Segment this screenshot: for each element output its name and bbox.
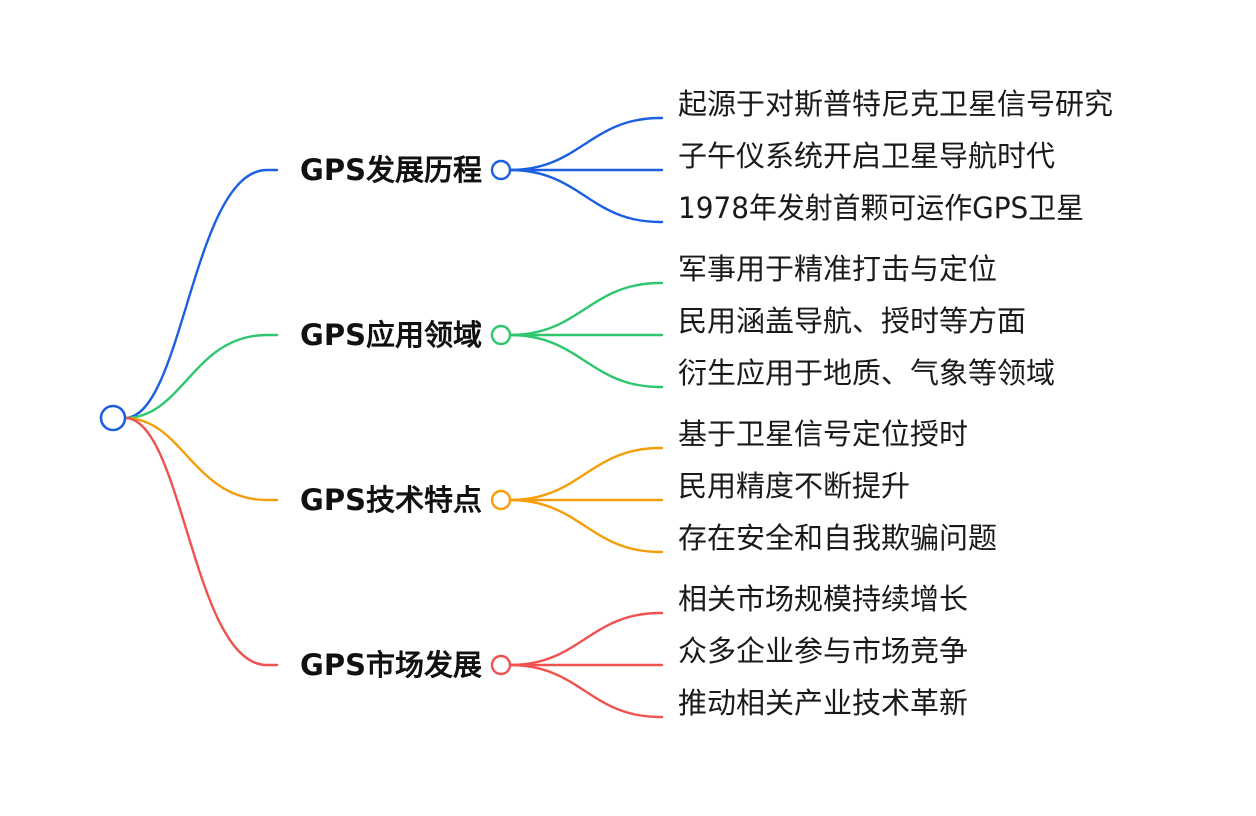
branch-label-1: GPS发展历程 bbox=[300, 153, 482, 187]
branch-node-1[interactable] bbox=[490, 159, 512, 181]
edge-branch-1-leaf-3 bbox=[508, 168, 664, 224]
edge-root-to-branch-1 bbox=[123, 168, 279, 420]
leaf-label-4-3: 推动相关产业技术革新 bbox=[678, 686, 968, 720]
leaf-label-2-2: 民用涵盖导航、授时等方面 bbox=[678, 304, 1026, 338]
leaf-label-4-2: 众多企业参与市场竞争 bbox=[678, 634, 968, 668]
edge-branch-4-leaf-3 bbox=[508, 663, 664, 719]
edge-branch-3-leaf-1 bbox=[508, 446, 664, 502]
branch-label-4: GPS市场发展 bbox=[300, 648, 482, 682]
leaf-label-1-2: 子午仪系统开启卫星导航时代 bbox=[678, 139, 1055, 173]
branch-label-3: GPS技术特点 bbox=[300, 483, 482, 517]
edge-branch-3-leaf-3 bbox=[508, 498, 664, 554]
leaf-label-3-3: 存在安全和自我欺骗问题 bbox=[678, 521, 997, 555]
branch-node-2[interactable] bbox=[490, 324, 512, 346]
branch-node-3[interactable] bbox=[490, 489, 512, 511]
leaf-label-2-3: 衍生应用于地质、气象等领域 bbox=[678, 356, 1055, 390]
mindmap-edges bbox=[123, 116, 664, 719]
edge-root-to-branch-3 bbox=[123, 416, 279, 502]
edge-branch-2-leaf-1 bbox=[508, 281, 664, 337]
branch-label-2: GPS应用领域 bbox=[300, 318, 482, 352]
edge-root-to-branch-2 bbox=[123, 333, 279, 420]
root-node[interactable] bbox=[99, 404, 127, 432]
leaf-label-1-1: 起源于对斯普特尼克卫星信号研究 bbox=[678, 87, 1113, 121]
leaf-label-1-3: 1978年发射首颗可运作GPS卫星 bbox=[678, 191, 1084, 225]
leaf-label-2-1: 军事用于精准打击与定位 bbox=[678, 252, 997, 286]
edge-branch-2-leaf-3 bbox=[508, 333, 664, 389]
leaf-label-3-1: 基于卫星信号定位授时 bbox=[678, 417, 968, 451]
leaf-label-4-1: 相关市场规模持续增长 bbox=[678, 582, 968, 616]
edge-root-to-branch-4 bbox=[123, 416, 279, 667]
edge-branch-1-leaf-1 bbox=[508, 116, 664, 172]
edge-branch-4-leaf-1 bbox=[508, 611, 664, 667]
leaf-label-3-2: 民用精度不断提升 bbox=[678, 469, 910, 503]
branch-node-4[interactable] bbox=[490, 654, 512, 676]
